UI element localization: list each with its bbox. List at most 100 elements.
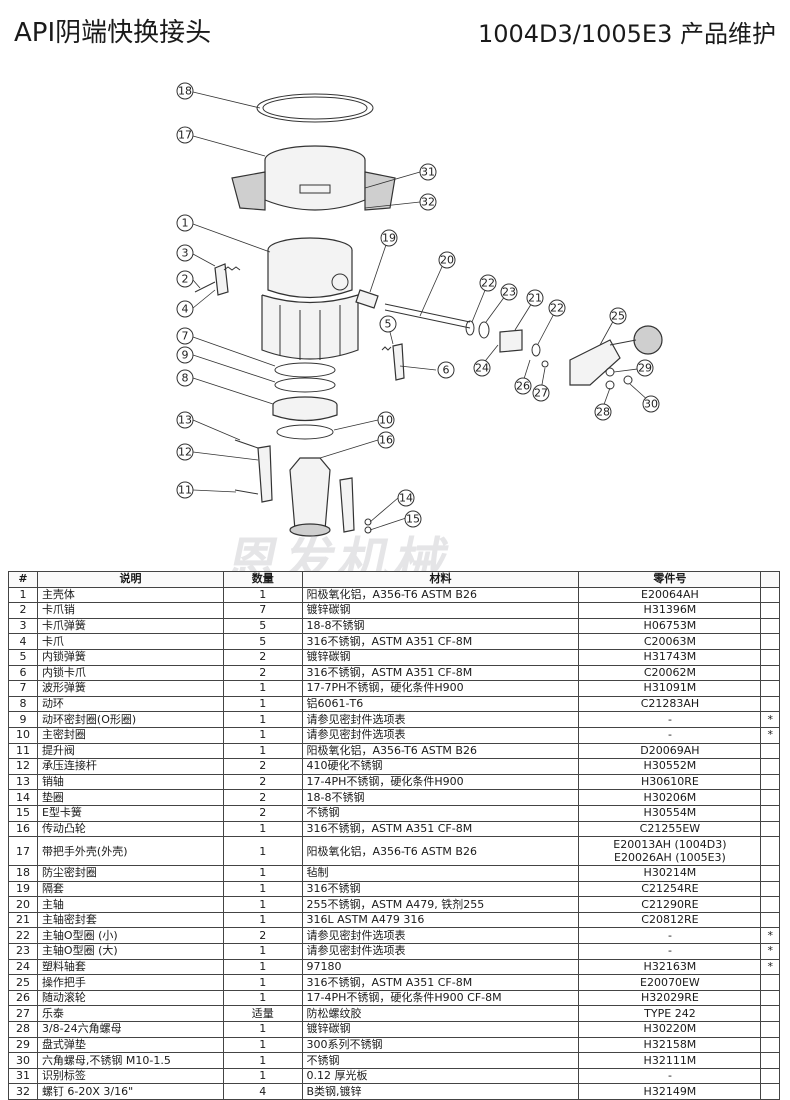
part-hex-nut bbox=[623, 375, 633, 385]
callout-17: 17 bbox=[176, 126, 194, 144]
svg-text:24: 24 bbox=[475, 362, 489, 375]
cell-part-number: C21255EW bbox=[578, 820, 762, 838]
callout-30: 30 bbox=[642, 395, 660, 413]
cell-number: 19 bbox=[8, 880, 38, 898]
part-oring-small bbox=[531, 343, 541, 357]
svg-text:32: 32 bbox=[421, 196, 435, 209]
cell-mark: * bbox=[760, 726, 780, 744]
part-pin bbox=[234, 439, 259, 449]
cell-number: 32 bbox=[8, 1083, 38, 1100]
cell-number: 3 bbox=[8, 617, 38, 635]
cell-part-number: - bbox=[578, 726, 762, 744]
cell-part-number: H30552M bbox=[578, 758, 762, 775]
cell-quantity: 1 bbox=[222, 586, 303, 604]
part-follower bbox=[541, 360, 549, 368]
cell-quantity: 1 bbox=[222, 1021, 303, 1038]
cell-number: 1 bbox=[8, 586, 38, 604]
cell-mark bbox=[760, 758, 780, 775]
cell-description: 3/8-24六角螺母 bbox=[36, 1021, 224, 1038]
cell-material: 毡制 bbox=[301, 865, 580, 882]
cell-part-number: H32029RE bbox=[578, 989, 762, 1007]
cell-material: 255不锈钢，ASTM A479, 铁剂255 bbox=[301, 896, 580, 913]
svg-text:3: 3 bbox=[182, 247, 189, 260]
svg-text:27: 27 bbox=[534, 387, 548, 400]
part-dust-seal-inner bbox=[262, 96, 368, 120]
cell-part-number: C21283AH bbox=[578, 695, 762, 713]
callout-15: 15 bbox=[404, 510, 422, 528]
cell-description: 销轴 bbox=[36, 773, 224, 791]
cell-material: 阳极氧化铝，A356-T6 ASTM B26 bbox=[301, 742, 580, 760]
svg-text:29: 29 bbox=[638, 362, 652, 375]
part-shaft-oring bbox=[465, 320, 475, 336]
callout-16: 16 bbox=[377, 431, 395, 449]
cell-number: 26 bbox=[8, 989, 38, 1007]
cell-description: E型卡簧 bbox=[36, 804, 224, 822]
cell-material: 防松螺纹胶 bbox=[301, 1005, 580, 1023]
cell-description: 带把手外壳(外壳) bbox=[36, 836, 224, 867]
svg-text:10: 10 bbox=[379, 414, 393, 427]
callout-14: 14 bbox=[397, 489, 415, 507]
cell-part-number: H32163M bbox=[578, 958, 762, 976]
cell-material: 300系列不锈钢 bbox=[301, 1036, 580, 1054]
part-jaw-spring bbox=[223, 266, 241, 271]
cell-quantity: 1 bbox=[222, 989, 303, 1007]
cell-part-number: C21290RE bbox=[578, 896, 762, 913]
cell-material: 请参见密封件选项表 bbox=[301, 726, 580, 744]
cell-number: 24 bbox=[8, 958, 38, 976]
page-title: API阴端快换接头 bbox=[14, 18, 212, 48]
svg-text:22: 22 bbox=[550, 302, 564, 315]
table-header-row: # 说明 数量 材料 零件号 bbox=[8, 571, 780, 588]
cell-quantity: 1 bbox=[222, 1052, 303, 1069]
part-washer bbox=[364, 518, 372, 526]
cell-description: 传动凸轮 bbox=[36, 820, 224, 838]
cell-number: 6 bbox=[8, 664, 38, 682]
svg-text:7: 7 bbox=[182, 330, 189, 343]
cell-part-number: H30554M bbox=[578, 804, 762, 822]
cell-quantity: 5 bbox=[222, 617, 303, 635]
cell-part-number: E20013AH (1004D3)E20026AH (1005E3) bbox=[578, 836, 762, 867]
exploded-view-diagram: 18 17 1 3 2 4 31 32 7 9 8 10 16 13 12 11… bbox=[0, 60, 790, 560]
svg-text:26: 26 bbox=[516, 380, 530, 393]
cell-material: 镀锌碳钢 bbox=[301, 602, 580, 619]
part-shaft-seal-sleeve bbox=[499, 329, 523, 353]
cell-material: 17-4PH不锈钢，硬化条件H900 CF-8M bbox=[301, 989, 580, 1007]
cell-description: 承压连接杆 bbox=[36, 758, 224, 775]
part-id-label bbox=[299, 184, 331, 194]
cell-part-number: H32158M bbox=[578, 1036, 762, 1054]
cell-number: 18 bbox=[8, 865, 38, 882]
part-main-housing-lower bbox=[261, 294, 359, 360]
callout-31: 31 bbox=[419, 163, 437, 181]
part-handle-left bbox=[231, 171, 266, 211]
part-pin bbox=[234, 489, 259, 495]
cell-quantity: 1 bbox=[222, 820, 303, 838]
callout-13: 13 bbox=[176, 411, 194, 429]
cell-quantity: 2 bbox=[222, 648, 303, 666]
cell-number: 22 bbox=[8, 927, 38, 945]
part-shaft-lower bbox=[384, 309, 471, 329]
cell-mark bbox=[760, 989, 780, 1007]
header-material: 材料 bbox=[301, 571, 580, 588]
cell-number: 20 bbox=[8, 896, 38, 913]
part-wave-spring bbox=[274, 362, 336, 378]
callout-12: 12 bbox=[176, 443, 194, 461]
svg-text:25: 25 bbox=[611, 310, 625, 323]
cell-material: 316不锈钢，ASTM A351 CF-8M bbox=[301, 974, 580, 991]
cell-description: 主轴 bbox=[36, 896, 224, 913]
cell-material: 97180 bbox=[301, 958, 580, 976]
cell-mark bbox=[760, 820, 780, 838]
cell-description: 随动滚轮 bbox=[36, 989, 224, 1007]
part-main-housing-upper bbox=[267, 250, 353, 299]
cell-material: 不锈钢 bbox=[301, 804, 580, 822]
cell-description: 主轴O型圈 (大) bbox=[36, 943, 224, 960]
cell-description: 操作把手 bbox=[36, 974, 224, 991]
cell-number: 23 bbox=[8, 943, 38, 960]
